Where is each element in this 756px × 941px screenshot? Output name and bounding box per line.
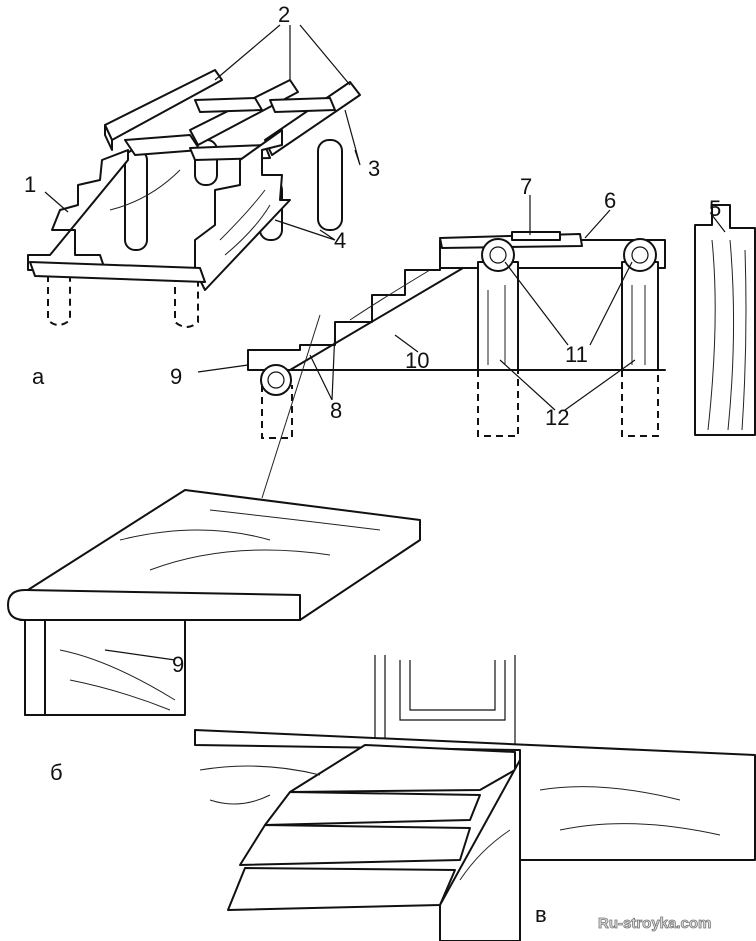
label-9-side: 9 — [170, 364, 182, 389]
label-6: 6 — [604, 188, 616, 213]
label-2: 2 — [278, 2, 290, 27]
part-label-b: б — [50, 760, 63, 785]
label-7: 7 — [520, 174, 532, 199]
board-5 — [694, 204, 756, 436]
stair-side-view — [247, 231, 666, 439]
watermark: Ru-stroyka.com — [598, 915, 711, 932]
label-10: 10 — [405, 348, 429, 373]
leader-lines — [44, 24, 726, 661]
labels: 2 1 3 4 5 6 7 9 10 11 12 8 а 9 б в Ru-st… — [24, 2, 721, 932]
tread-detail — [7, 314, 421, 716]
label-4: 4 — [334, 228, 346, 253]
label-1: 1 — [24, 172, 36, 197]
part-label-a: а — [32, 364, 45, 389]
porch-frame-perspective — [27, 69, 361, 328]
label-3: 3 — [368, 156, 380, 181]
label-12: 12 — [545, 405, 569, 430]
label-9-tread: 9 — [172, 652, 184, 677]
part-label-v: в — [535, 902, 547, 927]
label-11: 11 — [565, 342, 588, 367]
label-5: 5 — [709, 196, 721, 221]
stairs-perspective — [194, 655, 756, 941]
label-8: 8 — [330, 398, 342, 423]
